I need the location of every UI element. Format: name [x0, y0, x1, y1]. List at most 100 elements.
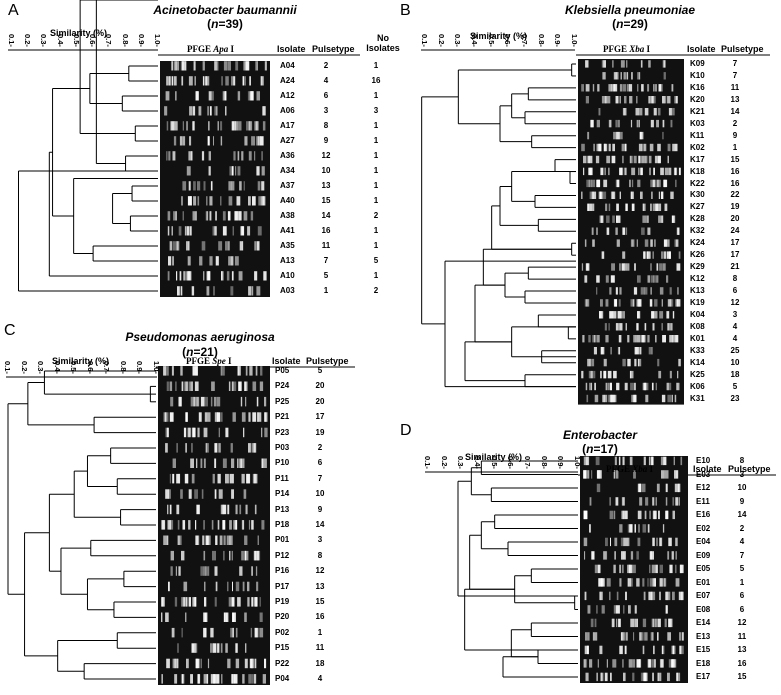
gel-band [597, 564, 601, 574]
panel-b-tick-label: 0.8- [536, 34, 546, 47]
gel-band [595, 335, 598, 343]
gel-band [581, 263, 584, 271]
gel-band [257, 550, 259, 561]
gel-band [648, 96, 650, 104]
gel-band [657, 179, 659, 188]
gel-band [663, 251, 667, 259]
gel-band [631, 191, 634, 199]
gel-band [172, 256, 174, 266]
gel-band [662, 131, 664, 140]
gel-band [657, 108, 661, 116]
gel-band [640, 287, 645, 295]
gel-band [178, 226, 182, 236]
gel-band [616, 215, 618, 223]
gel-band [606, 227, 610, 235]
gel-band [634, 524, 636, 533]
gel-band [643, 456, 646, 466]
panel-b-isolate-cell: K32 [690, 226, 705, 236]
panel-b-tick-label: 0.4- [470, 34, 479, 47]
gel-band [183, 427, 187, 438]
gel-band [616, 179, 620, 188]
gel-band [662, 263, 666, 271]
gel-band [231, 76, 234, 86]
gel-band [166, 121, 169, 131]
gel-band [632, 239, 635, 247]
gel-band [649, 143, 654, 152]
gel-band [193, 106, 196, 116]
gel-header-suffix: I [228, 44, 235, 54]
gel-band [231, 271, 234, 281]
gel-band [592, 239, 595, 247]
gel-band [663, 578, 667, 587]
gel-band [628, 659, 633, 668]
gel-band [190, 196, 192, 206]
gel-band [584, 239, 587, 247]
gel-band [602, 394, 606, 403]
gel-band [208, 166, 211, 176]
gel-band [581, 84, 584, 92]
gel-band [594, 564, 599, 574]
gel-band [591, 551, 595, 560]
panel-c-isolate-cell: P05 [275, 366, 290, 375]
gel-band [220, 121, 223, 131]
gel-band [239, 458, 242, 468]
gel-band [665, 605, 668, 614]
gel-band [679, 564, 683, 574]
panel-b-isolate-cell: K20 [690, 94, 705, 104]
gel-band [643, 251, 645, 259]
gel-band [612, 394, 617, 403]
gel-band [619, 96, 621, 104]
gel-band [599, 143, 602, 152]
gel-band [213, 136, 214, 146]
panel-d-isolate-cell: E14 [696, 618, 711, 627]
panel-d-n-value: =17 [593, 442, 614, 456]
gel-band [652, 497, 655, 506]
gel-band [207, 566, 210, 576]
gel-band [248, 674, 252, 684]
panel-c-tick-label: 0.6- [85, 361, 95, 374]
gel-band [168, 489, 171, 499]
gel-band [591, 470, 593, 479]
panel-d-pulsetype-cell: 15 [737, 672, 747, 681]
panel-a-count-cell: 1 [373, 241, 379, 250]
panel-a-isolate-header: Isolate [277, 44, 306, 54]
panel-a-gel-header: PFGE Apa I [187, 44, 234, 54]
gel-band [253, 674, 257, 684]
gel-band [609, 287, 612, 295]
gel-band [588, 155, 593, 164]
panel-c-pulsetype-cell: 4 [317, 674, 323, 683]
gel-band [165, 443, 168, 453]
gel-band [642, 215, 647, 223]
gel-band [255, 61, 257, 71]
gel-band [225, 612, 228, 622]
gel-band [178, 566, 181, 576]
gel-band [659, 84, 663, 92]
panel-b-isolate-cell: K01 [690, 333, 705, 343]
gel-header-prefix: PFGE [187, 44, 214, 54]
gel-band [633, 335, 636, 343]
gel-band [211, 381, 215, 391]
gel-band [233, 76, 236, 86]
gel-band [200, 658, 202, 669]
gel-band [180, 286, 182, 296]
gel-band [602, 191, 607, 199]
panel-a-isolate-cell: A37 [280, 181, 295, 190]
gel-band [215, 535, 217, 545]
gel-band [609, 119, 612, 128]
gel-band [633, 394, 637, 403]
gel-band [588, 203, 591, 211]
gel-band [225, 473, 229, 484]
gel-band [583, 155, 587, 164]
gel-band [674, 470, 676, 479]
gel-band [258, 550, 261, 561]
gel-band [261, 166, 265, 176]
gel-band [226, 271, 230, 281]
gel-band [254, 151, 256, 161]
gel-band [596, 143, 601, 152]
gel-band [597, 659, 599, 668]
panel-d-isolate-cell: E17 [696, 672, 711, 681]
gel-band [625, 632, 628, 641]
gel-band [215, 581, 218, 592]
gel-band [207, 211, 209, 221]
gel-band [634, 155, 637, 164]
